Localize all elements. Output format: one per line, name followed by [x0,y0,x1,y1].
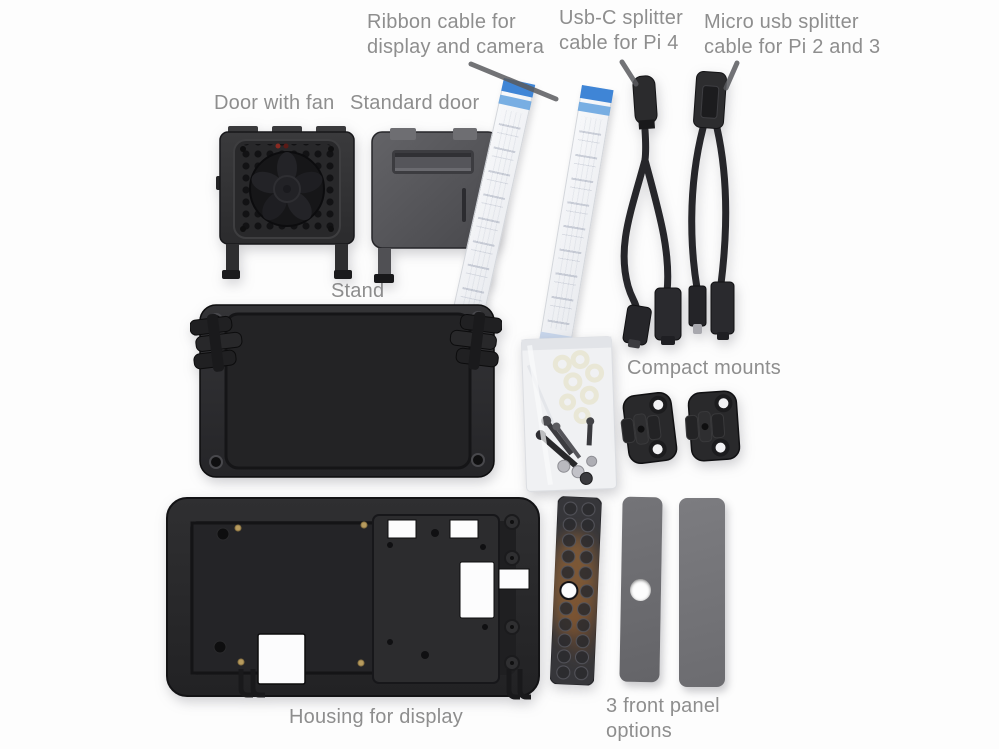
grille-screw [328,146,334,152]
part-stand [190,304,502,478]
label-compact-mounts: Compact mounts [627,357,781,379]
bag-highlight [527,344,553,486]
part-standard-door [371,128,499,283]
part-housing [166,497,540,700]
fan-door-foot [334,270,352,279]
usb-c-splitter-cable [620,75,682,349]
stand-hinge-right [449,311,502,370]
housing-hooks [238,669,531,700]
usb-c-plug-large [654,287,682,345]
compact-mount-2 [685,390,741,462]
fan-wire-dark [283,143,289,149]
housing-cable-cutout [257,633,306,685]
fan-door-foot [222,270,240,279]
stand-hinge-left [190,313,243,372]
part-ribbon-cable-2 [538,85,614,349]
cooling-fan [249,151,325,227]
ribbon-connector-blue [501,78,536,98]
fan-door-leg [335,244,348,274]
ribbon-stiffener-band [498,94,532,111]
ribbon-stiffener-band [577,101,611,116]
label-ribbon-cable: Ribbon cable for display and camera [367,11,545,58]
standard-door-slot [392,150,474,174]
part-front-panel-studded [549,496,602,686]
nuts-and-washers [557,455,598,485]
label-standard-door: Standard door [350,92,480,114]
platform-port-cutout [459,561,495,619]
stand-screw-hole [471,453,485,467]
stand-inner-panel [224,312,472,470]
standard-door-tab [453,128,477,140]
label-usb-c-splitter: Usb-C splitter cable for Pi 4 [559,7,683,54]
housing-screw-hole [213,640,227,654]
standard-door-foot [374,274,394,283]
nylon-washers [552,350,605,425]
platform-cutout [449,519,479,539]
label-housing: Housing for display [289,706,463,728]
label-door-with-fan: Door with fan [214,92,335,114]
platform-cutout [387,519,417,539]
housing-pi-platform [372,514,500,684]
usb-c-plug-small [622,304,652,349]
grille-screw [240,146,246,152]
label-stand: Stand [331,280,385,302]
micro-usb-plug-large [710,281,735,340]
studded-panel-hole [559,581,579,601]
micro-usb-plug-small [688,285,707,334]
stand-screw-hole [209,455,223,469]
part-front-panel-blank [679,498,725,687]
standard-door-leg [378,248,391,276]
grille-screw [328,226,334,232]
bag-seal [521,336,612,351]
part-front-panel-with-hole [619,496,663,683]
ribbon-connector-blue [579,85,614,104]
micro-usb-female-connector [693,70,727,130]
micro-usb-splitter-cable [688,70,735,340]
label-front-panels: 3 front panel options [606,695,720,742]
rim-bosses [504,514,520,671]
panel-studs [556,501,596,681]
housing-screw-hole [216,527,230,541]
label-micro-usb-splitter: Micro usb splitter cable for Pi 2 and 3 [704,11,881,58]
part-splitter-cables [620,70,735,349]
grille-screw [240,226,246,232]
compact-mount-1 [620,391,678,465]
standard-door-tab [390,128,416,140]
panel-camera-hole [629,578,652,602]
fan-door-leg [226,244,239,274]
fan-wire-red [275,143,281,149]
ribbon-print-marks [546,116,604,332]
part-compact-mounts [620,390,741,465]
part-hardware-bag [521,336,617,492]
rim-notch-cutout [498,568,530,590]
usb-c-female-connector [632,75,658,130]
platform-holes [387,529,488,659]
part-door-with-fan [216,126,355,279]
standard-door-slit [462,188,466,222]
